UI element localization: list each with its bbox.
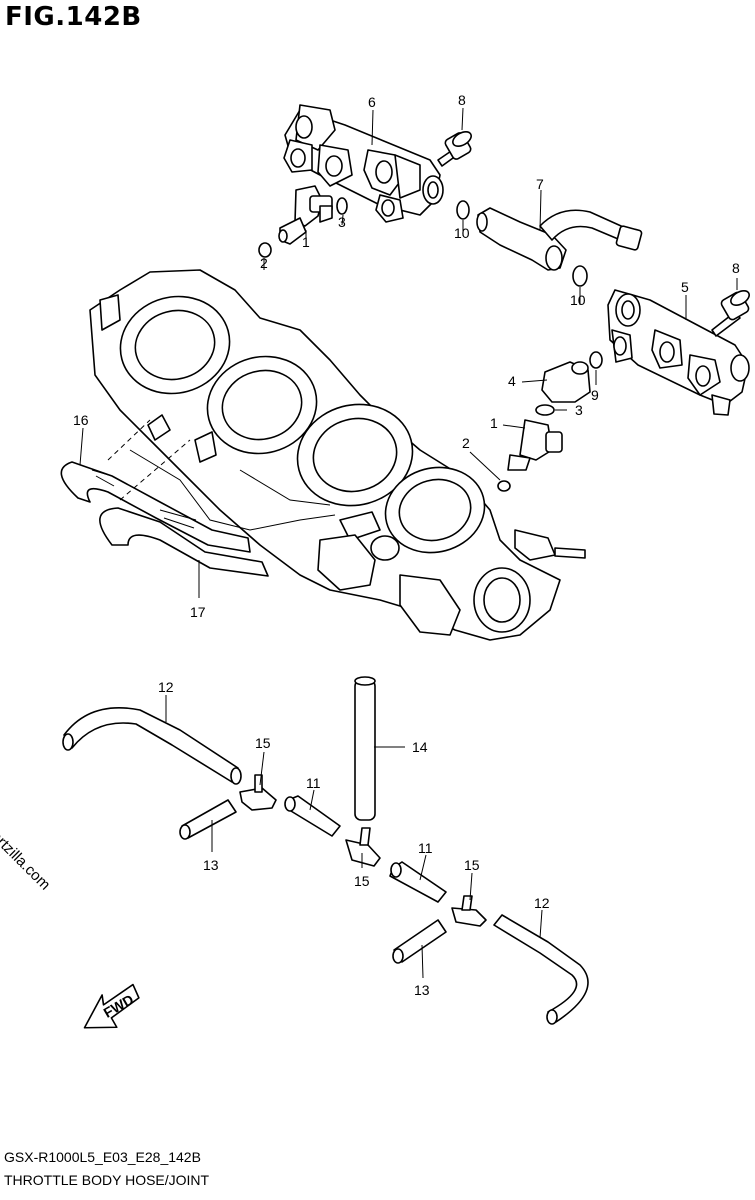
- callout-7: 7: [536, 176, 544, 192]
- leader-lines: [79, 107, 738, 979]
- callout-15-c: 15: [464, 857, 480, 873]
- callout-13-lower: 13: [414, 982, 430, 998]
- callout-2-upper: 2: [260, 255, 268, 271]
- hose-part-16[interactable]: [60, 461, 251, 553]
- hose-part-17[interactable]: [99, 507, 269, 577]
- fuel-rail-part-6[interactable]: [283, 104, 444, 223]
- callout-10-b: 10: [570, 292, 586, 308]
- fuel-rail-part-5[interactable]: [607, 289, 750, 416]
- figure-title: FIG.142B: [5, 2, 142, 32]
- callout-13-upper: 13: [203, 857, 219, 873]
- tee-joint-part-15-c[interactable]: [451, 895, 487, 927]
- bolt-part-8-upper[interactable]: [437, 129, 474, 167]
- callout-12-lower: 12: [534, 895, 550, 911]
- callout-15-a: 15: [255, 735, 271, 751]
- callout-3-lower: 3: [575, 402, 583, 418]
- callout-17: 17: [190, 604, 206, 620]
- callout-11-lower: 11: [418, 840, 433, 856]
- hose-part-13-lower[interactable]: [392, 919, 447, 964]
- tee-joint-part-15-a[interactable]: [239, 774, 277, 811]
- callout-3-upper: 3: [338, 214, 346, 230]
- callout-10-a: 10: [454, 225, 470, 241]
- hose-part-11-upper[interactable]: [284, 795, 341, 837]
- callout-1-upper: 1: [302, 234, 310, 250]
- fuel-injector-part-1-upper[interactable]: [278, 185, 333, 245]
- figure-description: THROTTLE BODY HOSE/JOINT: [4, 1172, 210, 1188]
- hose-part-12-upper[interactable]: [62, 707, 242, 785]
- callout-14: 14: [412, 739, 428, 755]
- model-code: GSX-R1000L5_E03_E28_142B: [4, 1149, 201, 1165]
- callout-8-lower: 8: [732, 260, 740, 276]
- callout-6: 6: [368, 94, 376, 110]
- callout-2-lower: 2: [462, 435, 470, 451]
- hose-part-12-lower[interactable]: [493, 914, 589, 1025]
- o-ring-part-3-upper[interactable]: [336, 197, 348, 215]
- bolt-part-8-lower[interactable]: [711, 288, 752, 337]
- callout-5: 5: [681, 279, 689, 295]
- joint-part-4[interactable]: [541, 361, 591, 403]
- o-ring-part-3-lower[interactable]: [535, 404, 555, 416]
- o-ring-part-10-b[interactable]: [572, 265, 588, 287]
- callout-16: 16: [73, 412, 89, 428]
- tee-joint-part-15-b[interactable]: [345, 827, 381, 867]
- callout-11-upper: 11: [306, 775, 321, 791]
- fuel-pipe-part-7[interactable]: [476, 207, 643, 271]
- o-ring-part-10-a[interactable]: [456, 200, 470, 220]
- throttle-body-assembly: [89, 269, 586, 641]
- fuel-injector-part-1-lower[interactable]: [507, 419, 563, 471]
- callout-labels: 6 8 7 3 1 2 10 10 8 5 4 9 3 1 2 16 17 12…: [73, 92, 740, 998]
- o-ring-part-9[interactable]: [589, 351, 603, 369]
- callout-1-lower: 1: [490, 415, 498, 431]
- seal-part-2-upper[interactable]: [258, 242, 272, 258]
- callout-9: 9: [591, 387, 599, 403]
- hose-part-11-lower[interactable]: [389, 861, 447, 903]
- hose-part-14[interactable]: [354, 676, 376, 821]
- seal-part-2-lower[interactable]: [497, 480, 511, 492]
- callout-12-upper: 12: [158, 679, 174, 695]
- fwd-arrow-icon: FWD: [83, 983, 140, 1029]
- callout-15-b: 15: [354, 873, 370, 889]
- hose-part-13-upper[interactable]: [179, 799, 237, 840]
- callout-8-upper: 8: [458, 92, 466, 108]
- callout-4: 4: [508, 373, 516, 389]
